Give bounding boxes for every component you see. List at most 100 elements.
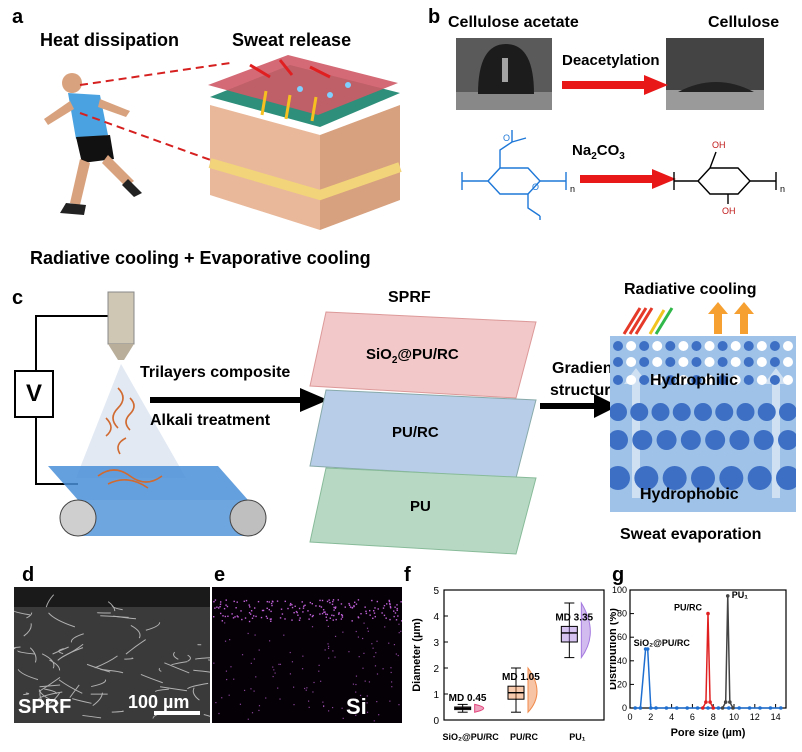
ytick-label-g-40: 40 <box>617 656 627 666</box>
ytick-label-f-3: 3 <box>433 638 439 649</box>
point-g-2-1 <box>723 700 728 704</box>
hydrophilic-label: Hydrophilic <box>650 372 739 389</box>
point-g-0-8 <box>685 706 689 710</box>
panel-d-label: d <box>22 564 35 586</box>
point-g-0-0 <box>633 706 637 710</box>
ytick-label-g-100: 100 <box>612 585 627 595</box>
sio2-pu-rc-layer-label: SiO2@PU/RC <box>366 346 459 366</box>
xtick-label-g-4: 4 <box>669 712 674 722</box>
sweat-evaporation-label: Sweat evaporation <box>620 526 762 543</box>
cellulose-acetate-structure: O O n <box>461 130 575 220</box>
pu-layer-label: PU <box>410 498 431 515</box>
ylabel-f: Diameter (µm) <box>411 618 423 692</box>
point-g-2-4 <box>731 706 735 710</box>
point-g-0-14 <box>747 706 752 710</box>
median-label-f-1: MD 1.05 <box>502 672 540 683</box>
voltage-source: V <box>14 370 54 418</box>
point-g-0-15 <box>758 706 762 710</box>
point-g-0-6 <box>664 706 669 710</box>
panel-c-label: c <box>12 287 24 309</box>
panel-b-label: b <box>428 6 441 28</box>
violin-f-0 <box>474 703 485 713</box>
point-g-0-3 <box>645 647 650 651</box>
eds-si-map <box>212 587 402 723</box>
point-g-0-16 <box>768 706 773 710</box>
ytick-label-g-20: 20 <box>617 679 627 689</box>
pu-rc-suffix: @PU/RC <box>397 346 459 363</box>
contact-angle-images <box>456 38 764 110</box>
sio-subscript: 2 <box>391 355 398 366</box>
na2co3-arrow <box>580 169 676 189</box>
series-line-g-2 <box>721 595 734 709</box>
point-g-2-3 <box>728 700 732 704</box>
ytick-label-g-0: 0 <box>622 703 627 713</box>
pore-circles <box>610 341 796 490</box>
panel-a-label: a <box>12 6 24 28</box>
sprf-label: SPRF <box>388 289 431 306</box>
deacetylation-arrow <box>562 75 668 95</box>
point-g-0-10 <box>706 706 710 710</box>
structure-label: structure <box>550 382 620 399</box>
category-label-f-1: PU/RC <box>510 732 539 742</box>
point-g-0-12 <box>727 706 731 710</box>
xtick-label-g-10: 10 <box>729 712 739 722</box>
point-g-0-9 <box>695 706 700 710</box>
point-g-0-7 <box>675 706 679 710</box>
ytick-label-f-2: 2 <box>433 664 439 675</box>
point-g-0-1 <box>638 706 643 710</box>
trilayers-composite-label: Trilayers composite <box>140 364 291 381</box>
ytick-label-g-60: 60 <box>617 632 627 642</box>
violin-f-1 <box>527 666 538 714</box>
ytick-label-f-4: 4 <box>433 612 439 623</box>
fabric-block <box>208 55 402 230</box>
ylabel-g: Distribution (%) <box>610 608 619 690</box>
ytick-label-f-5: 5 <box>433 586 439 597</box>
point-g-0-4 <box>649 706 653 710</box>
xtick-label-g-12: 12 <box>750 712 760 722</box>
violin-f-2 <box>580 601 591 660</box>
xtick-label-g-0: 0 <box>627 712 632 722</box>
point-g-2-0 <box>720 706 725 710</box>
point-g-0-11 <box>716 706 721 710</box>
point-g-1-3 <box>708 700 712 704</box>
ytick-label-f-1: 1 <box>433 690 439 701</box>
repeat-unit-n-right: n <box>780 184 785 194</box>
co-subscript: 3 <box>619 151 625 162</box>
xtick-label-g-2: 2 <box>648 712 653 722</box>
category-label-f-2: PU₁ <box>569 732 586 742</box>
cellulose-acetate-title: Cellulose acetate <box>448 14 579 31</box>
plot-frame-f <box>443 589 605 721</box>
si-tag: Si <box>346 694 367 719</box>
deacetylation-label: Deacetylation <box>562 52 660 69</box>
runner-fabric-illustration <box>44 55 402 230</box>
series-label-g-0: SiO₂@PU/RC <box>634 638 691 648</box>
point-g-1-1 <box>704 700 708 704</box>
svg-text:O: O <box>532 182 539 192</box>
gradient-label: Gradient <box>552 360 618 377</box>
na2co3-label: Na2CO3 <box>572 142 625 162</box>
point-g-0-5 <box>654 706 658 710</box>
heat-dissipation-label: Heat dissipation <box>40 30 180 50</box>
svg-text:O: O <box>503 133 510 143</box>
panel-e-label: e <box>214 564 226 586</box>
scale-bar-label: 100 µm <box>128 692 190 712</box>
na-subscript: 2 <box>591 151 597 162</box>
ytick-label-g-80: 80 <box>617 609 627 619</box>
point-g-1-4 <box>711 706 715 710</box>
panel-f-label: f <box>404 564 411 586</box>
pu-rc-layer-label: PU/RC <box>392 424 439 441</box>
median-label-f-2: MD 3.35 <box>555 612 593 623</box>
process-arrow <box>150 388 328 412</box>
panel-g-label: g <box>612 564 625 586</box>
oh-label-bottom: OH <box>722 206 736 216</box>
ytick-label-f-0: 0 <box>433 716 439 727</box>
series-label-g-1: PU/RC <box>674 603 703 613</box>
na-text: Na <box>572 142 592 159</box>
cellulose-structure: OH OH n <box>673 140 785 216</box>
point-g-1-0 <box>701 706 705 710</box>
sweat-release-label: Sweat release <box>232 30 352 50</box>
series-line-g-0 <box>635 648 781 709</box>
sem-image <box>14 587 210 723</box>
category-label-f-0: SiO₂@PU/RC <box>443 732 500 742</box>
